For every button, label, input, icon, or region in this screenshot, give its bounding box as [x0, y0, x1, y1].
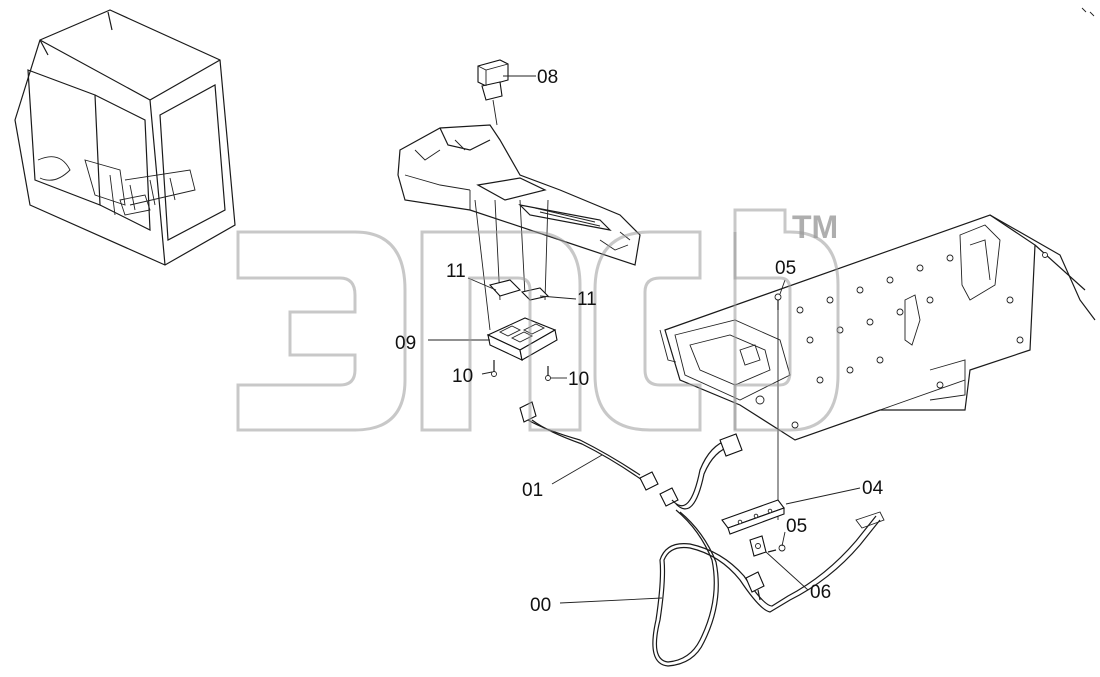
watermark: TM: [236, 208, 840, 432]
corner-mark: [1081, 7, 1095, 17]
callout-05-upper: 05: [775, 258, 796, 279]
callout-10-right: 10: [568, 369, 589, 390]
screw-05-upper: [774, 293, 782, 310]
bracket-04: [721, 499, 785, 535]
callout-00: 00: [530, 595, 551, 616]
callout-labels: 08 11 11 05 09 10 10 01 04 05 06 00: [395, 67, 884, 616]
callout-08: 08: [537, 67, 558, 88]
callout-01: 01: [522, 480, 543, 501]
callout-10-left: 10: [452, 366, 473, 387]
cover-11: [488, 279, 550, 301]
callout-05-lower: 05: [786, 516, 807, 537]
wire-harness: [519, 401, 885, 667]
cab-illustration: [14, 9, 236, 266]
watermark-trademark: TM: [792, 209, 838, 245]
callout-06: 06: [810, 582, 831, 603]
clamp-06: [749, 535, 767, 557]
callout-11-left: 11: [446, 261, 466, 282]
callout-09: 09: [395, 333, 416, 354]
leader-lines: [428, 75, 861, 604]
switch-08: [477, 59, 509, 101]
callout-11-right: 11: [577, 289, 597, 310]
console-illustration: [397, 99, 641, 331]
switch-panel-09: [486, 317, 558, 361]
floor-plate-illustration: [659, 214, 1096, 441]
callout-04: 04: [862, 478, 884, 499]
screw-05-lower: [767, 544, 786, 553]
screw-10: [491, 360, 551, 381]
